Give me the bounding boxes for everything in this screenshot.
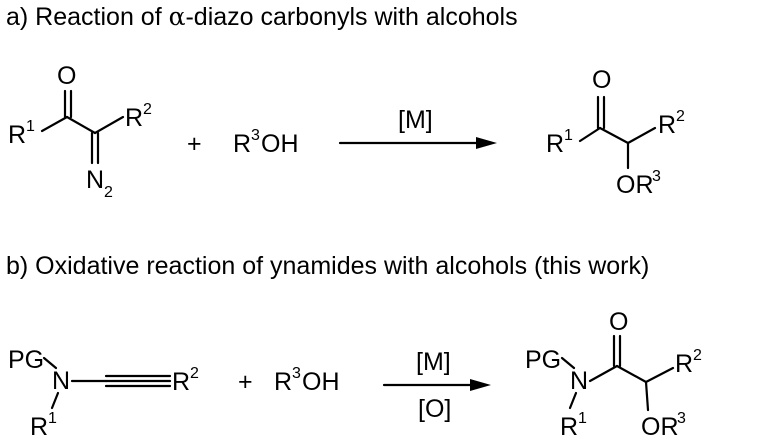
alcohol-a: R 3 OH [233,127,299,158]
p-atom-o: O [592,66,611,94]
p-bond-n-c1 [588,364,619,383]
alcohol-b-sup: 3 [292,365,301,382]
heading-a-suffix: -diazo carbonyls with alcohols [185,3,518,31]
p-label-r2-b: R [675,350,693,378]
p-bond-pg-n [560,356,576,370]
product-b-structure: PG N R 1 O R 2 OR 3 [525,308,702,441]
reaction-arrow-a: [M] [338,106,497,149]
p-label-r1-b-sup: 1 [578,410,587,427]
arrow-head-b [470,379,491,391]
p-label-r2: R [658,111,676,139]
label-r2-b-sup: 2 [190,365,199,382]
alcohol-b-oh: OH [302,368,340,396]
p-label-or-sup: 3 [652,168,661,185]
plus-sign-a: + [187,130,202,158]
heading-a-prefix: a) Reaction of [6,3,169,31]
p-label-r1-b: R [560,413,578,441]
heading-part-b: b) Oxidative reaction of ynamides with a… [6,252,650,280]
alpha-symbol: α [168,2,186,31]
product-a-structure: O R 1 R 2 OR 3 [546,66,685,199]
alcohol-sup: 3 [251,127,260,144]
alcohol-r: R [233,130,251,158]
atom-n2: N [86,166,104,194]
bond-c2-r2 [93,115,125,135]
bond-c1-c2 [65,115,97,135]
p-bond-c2-r2-b [644,366,675,384]
p-label-r1: R [546,130,564,158]
atom-n: N [52,367,70,395]
p-bond-c2-o-b [644,380,650,412]
label-r1: R [8,121,26,149]
arrow-label-b-top: [M] [416,348,451,376]
heading-part-a: a) Reaction of α-diazo carbonyls with al… [6,2,518,32]
arrow-head-a [476,137,497,149]
p-atom-n: N [570,367,588,395]
alcohol-oh: OH [261,130,299,158]
label-r2-sup: 2 [143,101,152,118]
p-bond-c2-r2 [626,126,657,145]
label-pg: PG [8,346,44,374]
reaction-arrow-b: [M] [O] [382,348,491,423]
p-label-pg: PG [525,346,561,374]
label-r2-b: R [172,368,190,396]
label-r2: R [125,104,143,132]
ynamide-structure: PG N R 1 R 2 [8,346,199,441]
atom-n2-sub: 2 [104,184,113,201]
bond-n-r1 [50,391,60,410]
bond-pg-n [42,356,58,370]
p-bond-c1-c2 [598,126,630,145]
atom-o: O [57,62,76,90]
arrow-label-a: [M] [398,106,433,134]
plus-sign-b: + [238,368,253,396]
diazo-carbonyl-structure: O R 1 R 2 N 2 [8,62,152,201]
bond-r1-c1 [40,115,69,133]
arrow-label-b-bottom: [O] [418,395,451,423]
label-r1-sup: 1 [26,118,35,135]
label-r1-b: R [30,413,48,441]
p-label-r1-sup: 1 [564,127,573,144]
p-atom-o-b: O [609,308,628,336]
p-label-r2-sup: 2 [676,108,685,125]
alcohol-b-r: R [274,368,292,396]
p-label-or: OR [616,171,654,199]
p-label-or-b: OR [641,413,679,441]
p-bond-c1-c2-b [615,364,648,384]
p-label-or-b-sup: 3 [677,410,686,427]
label-r1-b-sup: 1 [48,410,57,427]
p-bond-n-r1 [568,391,578,410]
alcohol-b: R 3 OH [274,365,340,396]
p-label-r2-b-sup: 2 [693,347,702,364]
p-bond-r1-c1 [578,126,602,143]
